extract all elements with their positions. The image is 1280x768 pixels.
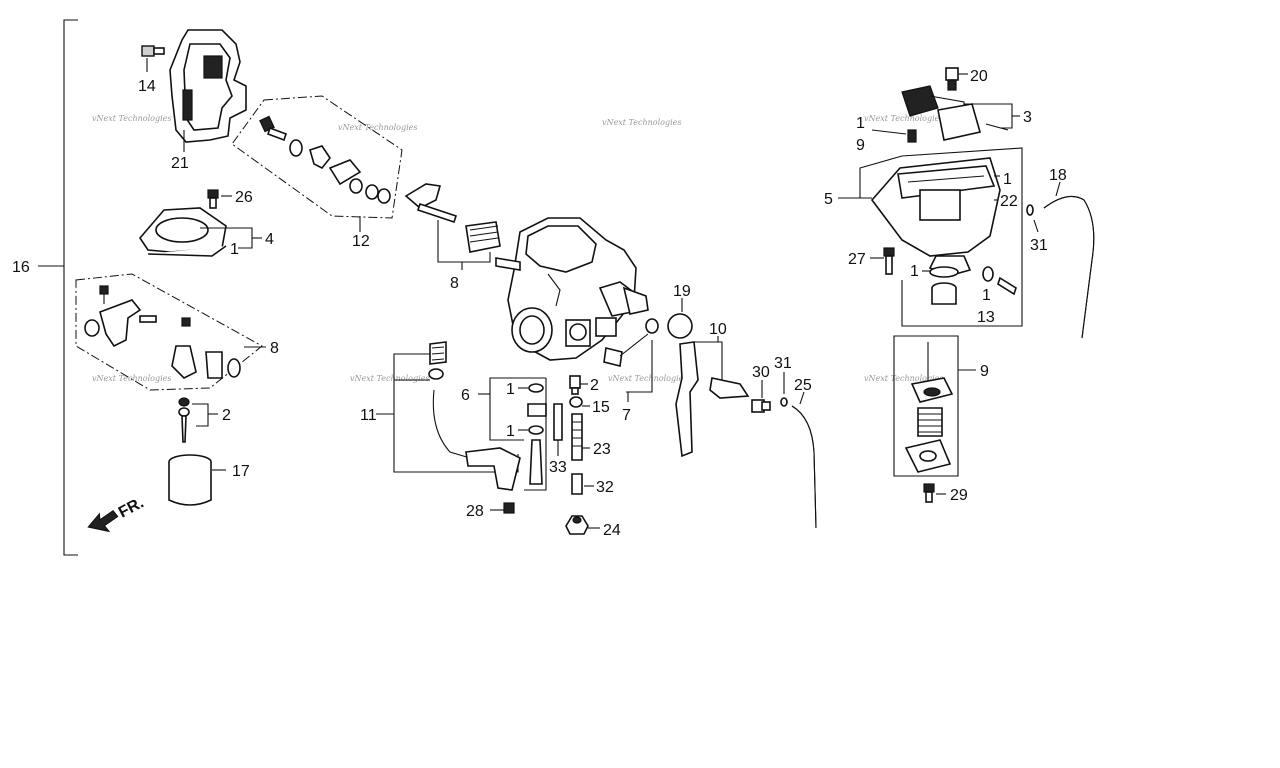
watermark: vNext Technologies xyxy=(602,118,681,127)
part-4-cover: 4 1 xyxy=(138,207,274,258)
part-17-slide: 17 xyxy=(168,454,250,506)
part-18-hose: 18 xyxy=(1043,167,1095,339)
part-26-screw: 26 xyxy=(207,189,253,209)
part-2-needle: 2 xyxy=(178,397,231,443)
callout-4: 4 xyxy=(265,231,274,248)
callout-1: 1 xyxy=(230,241,239,258)
part-2-jet: 2 xyxy=(569,375,599,395)
callout-1: 1 xyxy=(982,287,991,304)
part-27-screw: 27 xyxy=(848,247,895,275)
callout-27: 27 xyxy=(848,251,866,268)
callout-13: 13 xyxy=(977,309,995,326)
watermark: vNext Technologies xyxy=(350,374,429,383)
callout-14: 14 xyxy=(138,78,156,95)
assembly-bracket-16: 16 xyxy=(12,19,78,556)
callout-8-center: 8 xyxy=(450,275,459,292)
part-25-tube: 25 xyxy=(791,377,817,529)
callout-20: 20 xyxy=(970,68,988,85)
callout-1: 1 xyxy=(910,263,919,280)
part-8-center-group: 8 xyxy=(404,183,501,292)
callout-7: 7 xyxy=(622,407,631,424)
callout-24: 24 xyxy=(603,522,621,539)
part-9-needle-valve: 1 9 xyxy=(856,115,917,154)
callout-6: 6 xyxy=(461,387,470,404)
part-23-emulsion-tube: 23 xyxy=(571,413,611,461)
part-31-clip-center: 31 xyxy=(774,355,792,407)
watermark: vNext Technologies xyxy=(338,123,417,132)
front-direction-arrow: FR. xyxy=(87,494,147,533)
part-10-lever: 10 xyxy=(675,321,750,458)
callout-11: 11 xyxy=(360,407,377,424)
callout-8-left: 8 xyxy=(270,340,279,357)
part-13-drain: 1 1 13 xyxy=(910,263,1017,326)
callout-2-right: 2 xyxy=(590,377,599,394)
callout-19: 19 xyxy=(673,283,691,300)
part-11-group: 11 28 xyxy=(360,341,521,520)
callout-12: 12 xyxy=(352,233,370,250)
callout-33: 33 xyxy=(549,459,567,476)
part-8-left-group: 8 xyxy=(75,273,279,391)
watermark: vNext Technologies xyxy=(864,114,943,123)
callout-5: 5 xyxy=(824,191,833,208)
callout-31: 31 xyxy=(774,355,792,372)
carburetor-body: 7 xyxy=(495,217,659,424)
callout-1: 1 xyxy=(856,115,865,132)
callout-31-right: 31 xyxy=(1030,237,1048,254)
callout-1: 1 xyxy=(1003,171,1012,188)
watermark: vNext Technologies xyxy=(92,114,171,123)
callout-23: 23 xyxy=(593,441,611,458)
callout-30: 30 xyxy=(752,364,770,381)
callout-2-left: 2 xyxy=(222,407,231,424)
callout-25: 25 xyxy=(794,377,812,394)
callout-32: 32 xyxy=(596,479,614,496)
part-6-group: 6 1 1 33 xyxy=(461,377,567,491)
callout-22: 22 xyxy=(1000,193,1018,210)
callout-18: 18 xyxy=(1049,167,1067,184)
part-20-screw: 20 xyxy=(945,67,988,91)
part-12-group: 12 xyxy=(231,95,403,250)
part-21-cover: 21 xyxy=(169,29,247,172)
part-3-float: 3 xyxy=(901,85,1032,141)
callout-15: 15 xyxy=(592,399,610,416)
callout-16: 16 xyxy=(12,259,30,276)
callout-17: 17 xyxy=(232,463,250,480)
callout-3: 3 xyxy=(1023,109,1032,126)
callout-28: 28 xyxy=(466,503,484,520)
part-19-cap: 19 xyxy=(667,283,693,339)
watermark: vNext Technologies xyxy=(864,374,943,383)
callout-10: 10 xyxy=(709,321,727,338)
callout-9-top: 9 xyxy=(856,137,865,154)
front-marker: FR. xyxy=(116,494,147,521)
part-31-clip-right: 31 xyxy=(1026,204,1048,254)
callout-1: 1 xyxy=(506,381,515,398)
callout-9-bottom: 9 xyxy=(980,363,989,380)
watermarks: vNext Technologies vNext Technologies vN… xyxy=(92,114,943,383)
part-9-pump-group: 9 xyxy=(893,335,989,477)
part-15-jet: 15 xyxy=(569,396,610,416)
part-29-screw: 29 xyxy=(923,483,968,504)
part-30-screw: 30 xyxy=(751,364,771,413)
callout-21: 21 xyxy=(171,155,189,172)
part-14-screw: 14 xyxy=(138,45,165,95)
watermark: vNext Technologies xyxy=(608,374,687,383)
part-5-float-chamber-group: 5 1 22 xyxy=(824,147,1023,327)
part-32-jet: 32 xyxy=(571,473,614,496)
callout-26: 26 xyxy=(235,189,253,206)
callout-29: 29 xyxy=(950,487,968,504)
watermark: vNext Technologies xyxy=(92,374,171,383)
part-24-plug: 24 xyxy=(565,515,621,539)
callout-1: 1 xyxy=(506,423,515,440)
